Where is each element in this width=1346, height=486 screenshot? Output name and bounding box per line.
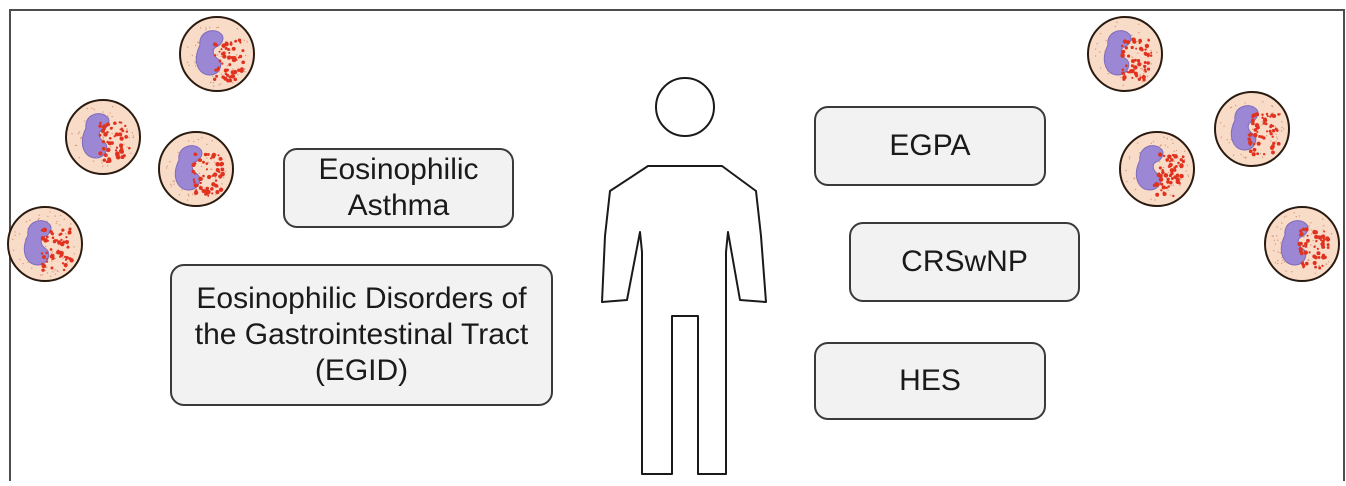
eosinophil-cell-icon — [157, 130, 235, 208]
crswnp-box: CRSwNP — [849, 222, 1080, 302]
crswnp-label: CRSwNP — [901, 245, 1028, 278]
eosinophil-cell-icon — [1118, 130, 1196, 208]
egpa-box: EGPA — [814, 106, 1046, 186]
eosinophil-cell-icon — [6, 205, 84, 283]
hes-label: HES — [899, 364, 961, 397]
egpa-label: EGPA — [889, 129, 971, 162]
hes-box: HES — [814, 342, 1046, 420]
eosinophilic-asthma-line-1: Eosinophilic — [318, 153, 479, 186]
egid-line-2: the Gastrointestinal Tract — [194, 318, 529, 351]
eosinophilic-asthma-line-2: Asthma — [347, 189, 450, 222]
egid-box: Eosinophilic Disorders of the Gastrointe… — [170, 264, 553, 406]
eosinophil-cell-icon — [1263, 205, 1341, 283]
human-silhouette-icon — [580, 76, 784, 481]
eosinophil-cell-icon — [64, 98, 142, 176]
egid-line-1: Eosinophilic Disorders of — [196, 282, 527, 315]
eosinophilic-asthma-box: Eosinophilic Asthma — [283, 148, 514, 228]
egid-line-3: (EGID) — [314, 354, 409, 387]
eosinophil-cell-icon — [1213, 90, 1291, 168]
eosinophil-cell-icon — [178, 15, 256, 93]
eosinophil-cell-icon — [1086, 15, 1164, 93]
